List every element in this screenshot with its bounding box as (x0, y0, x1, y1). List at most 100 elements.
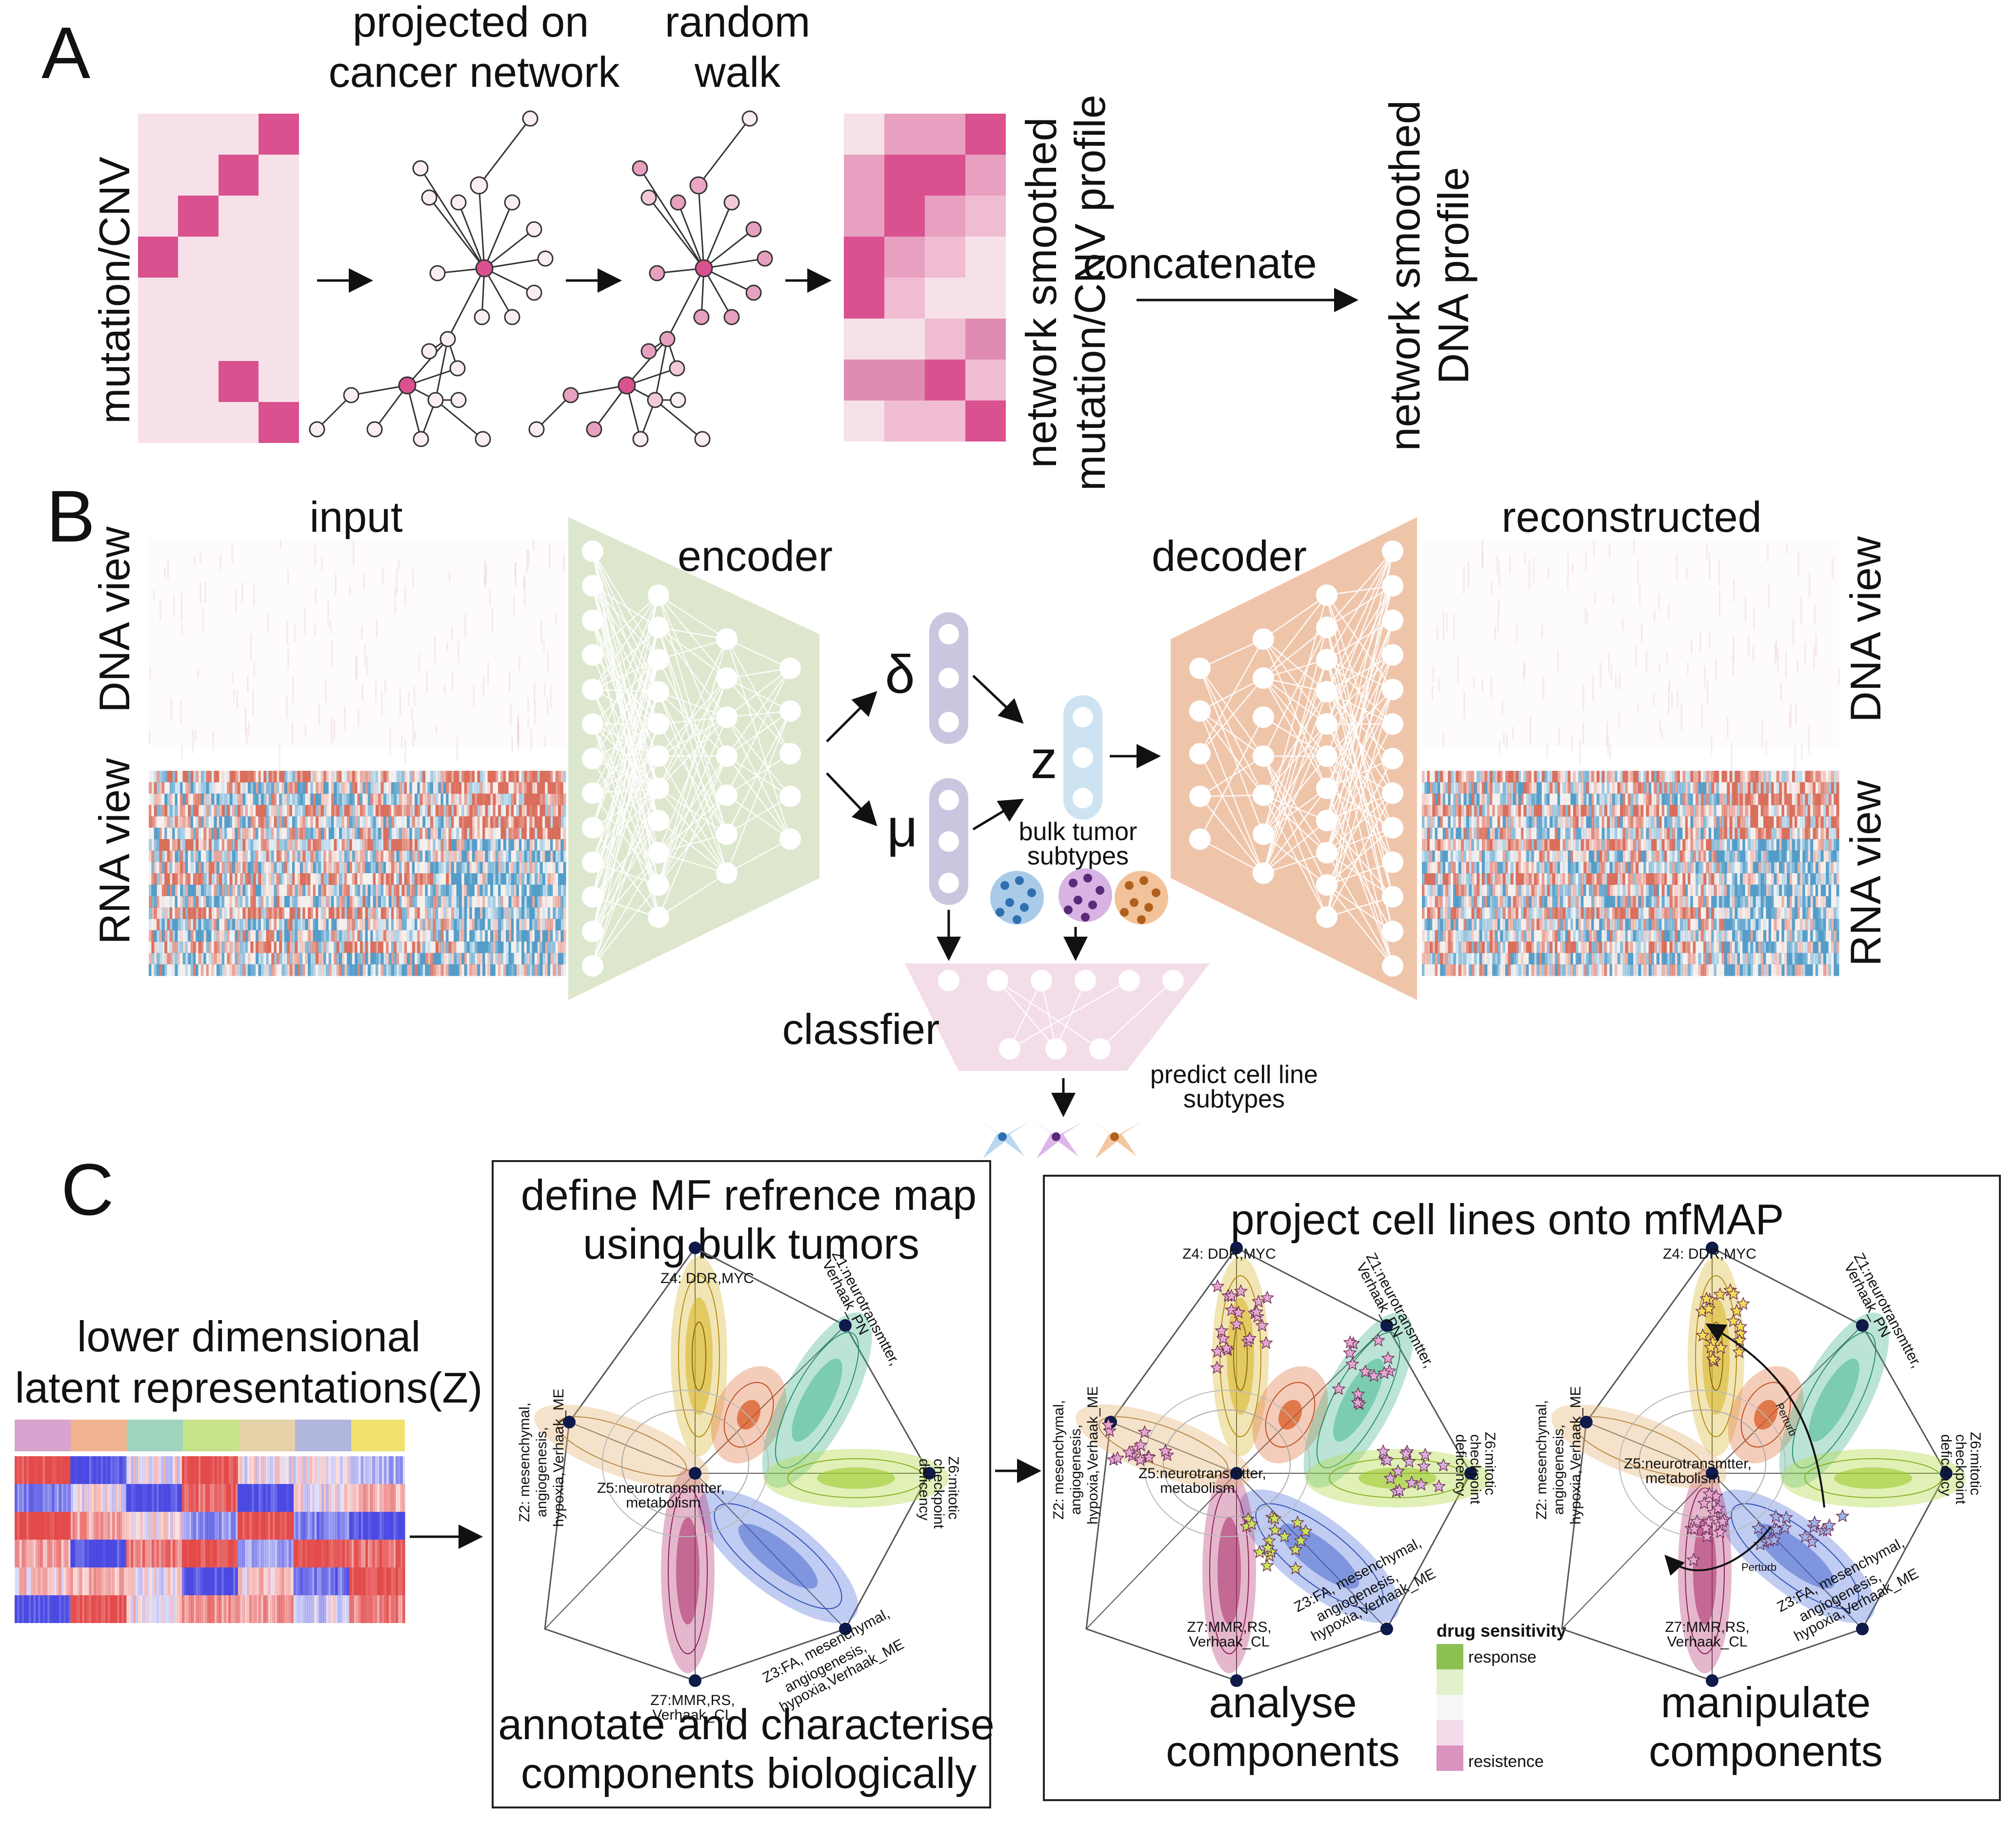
vertex-z2-line1: Z2: mesenchymal, (517, 1403, 533, 1522)
analyse-line2: components (1166, 1727, 1399, 1775)
manipulate-map (1541, 1241, 1967, 1688)
legend-response: response (1468, 1648, 1537, 1666)
dna-profile-line2: DNA profile (1429, 167, 1477, 384)
annotate-line2: components biologically (521, 1749, 977, 1797)
classifier-label: classfier (782, 1005, 940, 1053)
z-vector (1063, 695, 1102, 820)
projected-label-line1: projected on (353, 0, 589, 46)
vertex-z2-line3: hypoxia,Verhaak_ME (551, 1388, 567, 1527)
vertex-z4: Z4: DDR,MYC (1663, 1246, 1757, 1262)
vertex-z2-line2: angiogenesis, (534, 1427, 550, 1517)
drug-sensitivity-legend: drug sensitivity response resistence (1437, 1621, 1566, 1771)
vertex-z6-line3: deficency (1938, 1434, 1954, 1496)
cell-line-icon (1090, 1120, 1141, 1159)
random-walk-line1: random (665, 0, 810, 46)
predict-line1: predict cell line (1150, 1061, 1318, 1089)
vertex-z2-line2: angiogenesis, (1551, 1425, 1567, 1515)
manipulate-line1: manipulate (1661, 1678, 1871, 1726)
latent-label-line1: lower dimensional (77, 1312, 420, 1361)
vertex-z7-line1: Z7:MMR,RS, (1187, 1619, 1271, 1635)
cluster-icon (1058, 868, 1112, 922)
latent-label-line2: latent representations(Z) (15, 1364, 483, 1412)
vertex-z6-line2: checkpoint (931, 1459, 947, 1529)
reference-map-box: define MF refrence map using bulk tumors… (492, 1160, 995, 1808)
vertex-z5-line2: metabolism (1645, 1470, 1720, 1486)
predict-line2: subtypes (1183, 1085, 1285, 1113)
manipulate-line2: components (1649, 1727, 1882, 1775)
panel-a: A mutation/CNV projected on cancer netwo… (41, 0, 1477, 491)
z-symbol: z (1031, 730, 1058, 790)
mu-symbol: μ (887, 798, 918, 858)
mutation-cnv-matrix (138, 114, 299, 443)
network-graph-icon (528, 110, 773, 447)
cluster-icon (990, 871, 1044, 924)
sigma-vector (929, 612, 968, 744)
decoder-label: decoder (1152, 532, 1307, 580)
perturb-arrow-icon (1705, 1324, 1825, 1508)
vertex-z2-line2: angiogenesis, (1068, 1425, 1084, 1515)
vertex-z6-line2: checkpoint (1467, 1434, 1483, 1505)
smoothed-label-line1: network smoothed (1017, 117, 1065, 468)
vertex-z6-line3: deficency (916, 1459, 932, 1521)
arrow-icon (826, 772, 878, 826)
panel-a-letter: A (41, 12, 90, 94)
vertex-z6-line1: Z6:mitotic (1967, 1432, 1983, 1495)
input-label: input (310, 493, 403, 541)
arrow-icon (826, 691, 878, 742)
panel-b: B input reconstructed DNA view RNA view … (46, 475, 1890, 1159)
rna-view-label-left: RNA view (90, 758, 139, 944)
vertex-z5-line2: metabolism (1160, 1480, 1235, 1496)
define-line2: using bulk tumors (583, 1220, 919, 1268)
vertex-z7-line2: Verhaak_CL (1667, 1634, 1747, 1650)
cluster-icon (1115, 871, 1168, 924)
arrow-icon (972, 675, 1024, 724)
decoder-network (1171, 517, 1417, 1000)
legend-title: drug sensitivity (1437, 1621, 1566, 1641)
vertex-z6-line2: checkpoint (1953, 1434, 1969, 1505)
dna-input-heatmap (149, 539, 566, 772)
projected-label-line2: cancer network (329, 48, 620, 96)
bulk-subtypes-line1: bulk tumor (1019, 818, 1138, 846)
analyse-line1: analyse (1209, 1678, 1357, 1726)
encoder-label: encoder (678, 532, 833, 580)
vertex-z5-line1: Z5:neurotransmtter, (1138, 1465, 1266, 1482)
delta-symbol: δ (885, 644, 915, 704)
vertex-z7-line2: Verhaak_CL (1189, 1634, 1269, 1650)
define-line1: define MF refrence map (521, 1171, 977, 1219)
vertex-z7-line2: Verhaak_CL (652, 1707, 733, 1723)
dna-view-label-right: DNA view (1841, 536, 1890, 722)
rna-view-label-right: RNA view (1841, 780, 1890, 966)
vertex-z5-line2: metabolism (626, 1495, 700, 1511)
classifier-network (905, 963, 1210, 1071)
vertex-z2-line1: Z2: mesenchymal, (1534, 1400, 1550, 1520)
project-title: project cell lines onto mfMAP (1231, 1195, 1784, 1244)
dna-view-label-left: DNA view (90, 526, 139, 713)
cell-line-icon (978, 1120, 1029, 1159)
vertex-z6-line3: deficency (1453, 1434, 1469, 1496)
legend-resistence: resistence (1468, 1752, 1544, 1771)
projection-box: project cell lines onto mfMAP Z4: DDR,MY… (1043, 1175, 2001, 1801)
vertex-z5-line1: Z5:neurotransmtter, (597, 1480, 725, 1496)
arrow-icon (972, 799, 1024, 831)
perturb-label: Perturb (1741, 1561, 1776, 1573)
rna-input-heatmap (149, 771, 566, 976)
encoder-network (568, 517, 819, 1000)
latent-heatmap (15, 1420, 405, 1623)
dna-profile-line1: network smoothed (1380, 100, 1429, 451)
vertex-z6-line1: Z6:mitotic (945, 1456, 961, 1520)
smoothed-matrix (844, 114, 1006, 441)
cell-line-icon (1032, 1120, 1083, 1159)
panel-c-letter: C (61, 1148, 114, 1230)
random-walk-line2: walk (694, 48, 781, 96)
vertex-z6-line1: Z6:mitotic (1482, 1432, 1498, 1495)
vertex-z7-line1: Z7:MMR,RS, (650, 1692, 735, 1708)
bulk-subtypes-line2: subtypes (1027, 842, 1129, 870)
mu-vector (929, 778, 968, 905)
vertex-z2-line3: hypoxia,Verhaak_ME (1085, 1386, 1101, 1525)
vertex-z5-line1: Z5:neurotransmtter, (1624, 1456, 1752, 1472)
analyse-map (1065, 1241, 1491, 1688)
perturb-arrow-icon (1664, 1526, 1772, 1576)
annotate-line1: annotate and characterise (498, 1700, 995, 1748)
vertex-z4: Z4: DDR,MYC (660, 1270, 754, 1286)
